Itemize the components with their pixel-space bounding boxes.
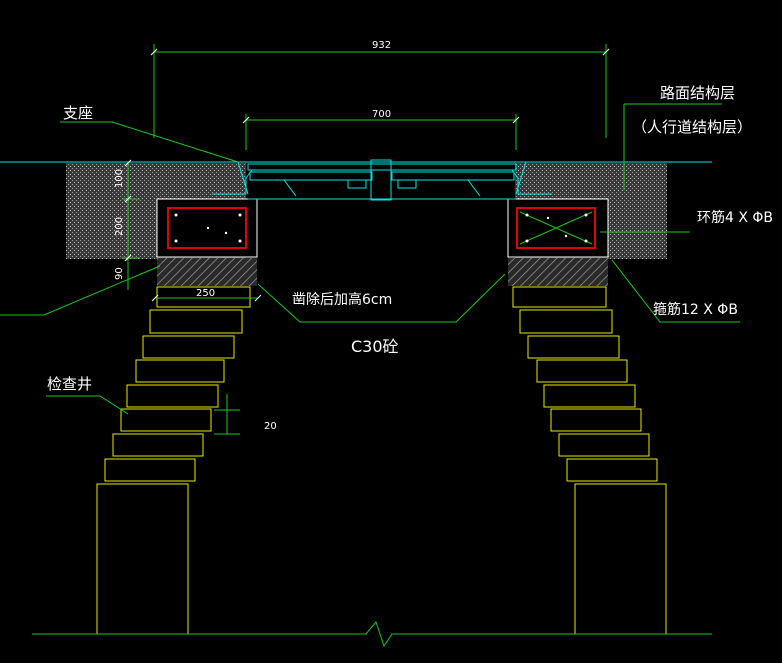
dim-overall-width: 932 [372, 40, 391, 51]
rebar-diagonals-right [519, 211, 593, 245]
dim-step: 20 [264, 421, 277, 432]
dimension-lines [122, 44, 607, 435]
dimension-ticks [124, 48, 610, 302]
label-sidewalk-layer: （人行道结构层） [632, 118, 752, 136]
dim-top-layer: 100 [114, 169, 125, 188]
leader-lines [0, 103, 740, 415]
label-inspection-well: 检查井 [47, 375, 92, 393]
label-support: 支座 [63, 104, 93, 122]
label-concrete-grade: C30砼 [351, 337, 399, 356]
rebar-points [174, 213, 588, 243]
break-line-icon [32, 620, 712, 648]
dim-cover-width: 700 [372, 109, 391, 120]
dim-block-width: 250 [196, 288, 215, 299]
label-clear-height: 凿除后加高6cm [292, 291, 392, 308]
manhole-cover [212, 159, 552, 201]
cushion-left [157, 258, 257, 286]
well-wall-right [512, 286, 667, 635]
rebar-cage-left [167, 207, 247, 249]
dim-ring-beam: 200 [114, 217, 125, 236]
label-ring-rebar: 环筋4 X ΦB [697, 209, 773, 226]
dim-cushion: 90 [114, 267, 125, 280]
well-wall-left [96, 286, 251, 635]
label-pavement-layer: 路面结构层 [660, 84, 735, 102]
rebar-cage-right [516, 207, 596, 249]
cushion-right [508, 258, 608, 286]
label-stirrup: 箍筋12 X ΦB [653, 301, 738, 318]
